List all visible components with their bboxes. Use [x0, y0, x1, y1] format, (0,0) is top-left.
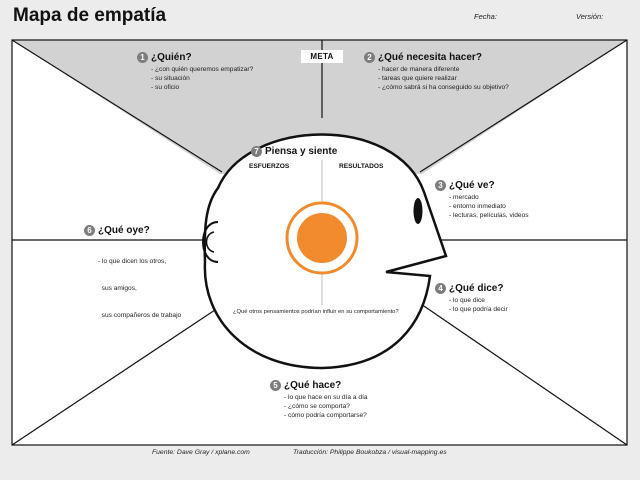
divider-bottom-left: [11, 299, 231, 446]
footer-translation: Traducción: Philippe Boukobza / visual-m…: [293, 449, 447, 456]
divider-bottom-right: [417, 301, 628, 446]
ve-number-badge: 3: [435, 180, 446, 191]
hace-item: - ¿cómo se comporta?: [284, 403, 350, 410]
necesita-items: - hacer de manera diferente - tareas que…: [378, 65, 509, 92]
meta-label: META: [301, 50, 343, 63]
version-label: Versión:: [576, 12, 604, 21]
ve-items: - mercado - entorno inmediato - lecturas…: [449, 193, 529, 220]
fecha-label: Fecha:: [474, 12, 497, 21]
head-eye: [413, 198, 423, 224]
oye-item: - lo que dicen los otros,: [98, 258, 167, 265]
dice-number-badge: 4: [435, 283, 446, 294]
top-region-shade: [12, 40, 627, 174]
hace-number-badge: 5: [270, 380, 281, 391]
quien-items: - ¿con quién queremos empatizar? - su si…: [151, 65, 253, 92]
board-frame: [11, 39, 628, 446]
head-ear-outer: [202, 221, 219, 263]
oye-number-badge: 6: [84, 225, 95, 236]
oye-item: sus compañeros de trabajo: [98, 312, 182, 319]
ve-item: - mercado: [449, 194, 479, 201]
ve-item: - entorno inmediato: [449, 203, 506, 210]
quien-title: ¿Quién?: [151, 52, 192, 63]
necesita-number-badge: 2: [364, 52, 375, 63]
hace-item: - cómo podría comportarse?: [284, 412, 367, 419]
divider-top-right: [419, 39, 628, 173]
necesita-title: ¿Qué necesita hacer?: [378, 52, 482, 63]
hace-item: - lo que hace en su día a día: [284, 394, 368, 401]
oye-item: sus amigos,: [98, 285, 137, 292]
page-title: Mapa de empatía: [13, 5, 167, 26]
dice-title: ¿Qué dice?: [449, 283, 504, 294]
quien-item: - su oficio: [151, 84, 180, 91]
quien-item: - ¿con quién queremos empatizar?: [151, 66, 254, 73]
divider-top-left: [11, 39, 223, 173]
footer-source: Fuente: Dave Gray / xplane.com: [152, 449, 250, 456]
hace-items: - lo que hace en su día a día - ¿cómo se…: [284, 393, 368, 420]
piensa-title: Piensa y siente: [265, 146, 338, 157]
esfuerzos-label: ESFUERZOS: [249, 163, 290, 170]
necesita-item: - hacer de manera diferente: [378, 66, 460, 73]
quien-item: - su situación: [151, 75, 190, 82]
ve-title: ¿Qué ve?: [449, 180, 495, 191]
piensa-question: ¿Qué otros pensamientos podrían influir …: [233, 309, 399, 315]
oye-title: ¿Qué oye?: [98, 225, 150, 236]
target-center: [297, 213, 347, 263]
head-ear-inner: [205, 231, 215, 253]
dice-item: - lo que dice: [449, 297, 485, 304]
hace-title: ¿Qué hace?: [284, 380, 342, 391]
ve-item: - lecturas, películas, videos: [449, 212, 529, 219]
necesita-item: - tareas que quiere realizar: [378, 75, 457, 82]
quien-number-badge: 1: [137, 52, 148, 63]
piensa-number-badge: 7: [251, 146, 262, 157]
necesita-item: - ¿cómo sabrá si ha conseguido su objeti…: [378, 84, 509, 91]
dice-items: - lo que dice - lo que podría decir: [449, 296, 508, 314]
resultados-label: RESULTADOS: [339, 163, 384, 170]
dice-item: - lo que podría decir: [449, 306, 508, 313]
oye-items: - lo que dicen los otros, sus amigos, su…: [98, 239, 181, 329]
